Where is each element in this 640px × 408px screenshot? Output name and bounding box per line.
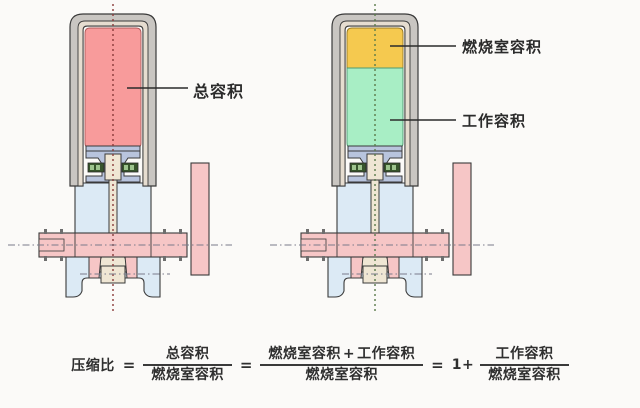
formula-equals-3: = — [431, 356, 444, 374]
fraction-3-numerator: 工作容积 — [495, 345, 554, 362]
formula-equals-1: = — [122, 356, 136, 374]
engine-cross-section-right — [270, 4, 494, 312]
formula-fraction-3: 工作容积 燃烧室容积 — [480, 345, 569, 386]
fraction-2-numerator-a: 燃烧室容积 — [268, 345, 341, 362]
fraction-2-denominator: 燃烧室容积 — [305, 367, 379, 383]
fraction-2-bar — [260, 364, 424, 366]
fraction-2-numerator-b: 工作容积 — [357, 345, 416, 362]
fraction-1-denominator: 燃烧室容积 — [151, 367, 224, 383]
flywheel-right-engine — [452, 162, 472, 276]
fraction-2-plus: + — [342, 345, 356, 362]
fraction-3-bar — [480, 364, 569, 366]
cylinder-wall-right — [331, 13, 419, 187]
fraction-3-denominator: 燃烧室容积 — [488, 367, 561, 383]
compression-ratio-formula: 压缩比 = 总容积 燃烧室容积 = 燃烧室容积 + 工作容积 燃烧室容积 = 1… — [0, 330, 640, 400]
label-chamber-volume: 燃烧室容积 — [462, 38, 543, 56]
formula-fraction-1: 总容积 燃烧室容积 — [143, 345, 232, 386]
formula-equals-2: = — [239, 356, 253, 374]
flywheel-left-engine — [190, 162, 210, 276]
label-total-volume: 总容积 — [193, 82, 245, 101]
fraction-1-numerator: 总容积 — [165, 345, 210, 362]
engine-cross-section-left — [8, 4, 232, 312]
formula-one-plus: 1+ — [451, 357, 475, 373]
fraction-1-bar — [143, 364, 232, 366]
formula-fraction-2: 燃烧室容积 + 工作容积 燃烧室容积 — [260, 345, 424, 386]
formula-lhs: 压缩比 — [71, 358, 115, 374]
combustion-chamber-region — [346, 27, 404, 69]
label-working-volume: 工作容积 — [462, 112, 527, 130]
cylinder-wall-left — [69, 13, 157, 187]
